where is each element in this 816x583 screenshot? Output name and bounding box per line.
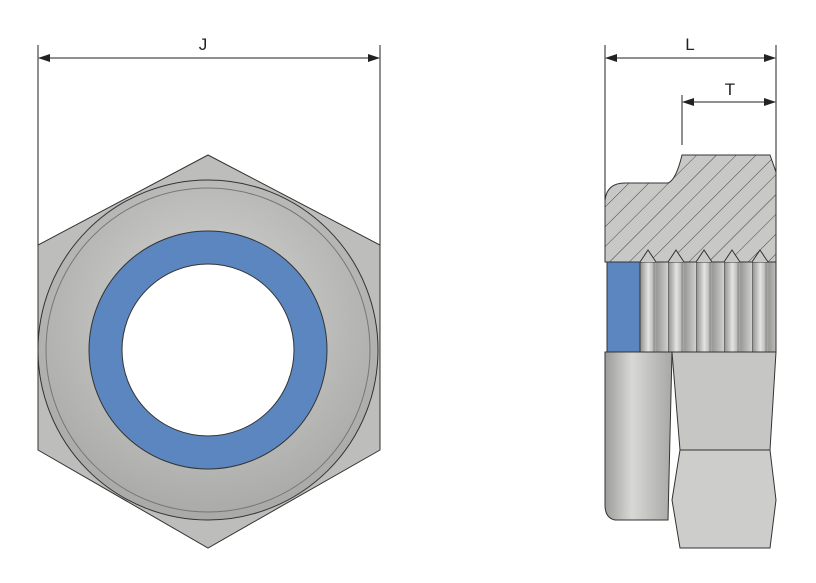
dimension-label-t: T bbox=[725, 80, 735, 99]
hex-flat-upper bbox=[671, 351, 777, 451]
dimension-l: L bbox=[604, 35, 777, 200]
dimension-label-j: J bbox=[199, 35, 208, 54]
washer-face-side bbox=[604, 351, 673, 521]
section-hatch bbox=[604, 154, 777, 263]
bore-hole bbox=[121, 263, 295, 437]
dimension-j: J bbox=[37, 35, 381, 245]
dimension-label-l: L bbox=[685, 35, 694, 54]
nylon-insert-section bbox=[606, 261, 641, 353]
front-view bbox=[37, 154, 381, 549]
side-view bbox=[604, 154, 777, 549]
dimension-t: T bbox=[681, 80, 776, 145]
hex-flat-lower bbox=[671, 449, 777, 549]
thread-section bbox=[639, 261, 777, 353]
